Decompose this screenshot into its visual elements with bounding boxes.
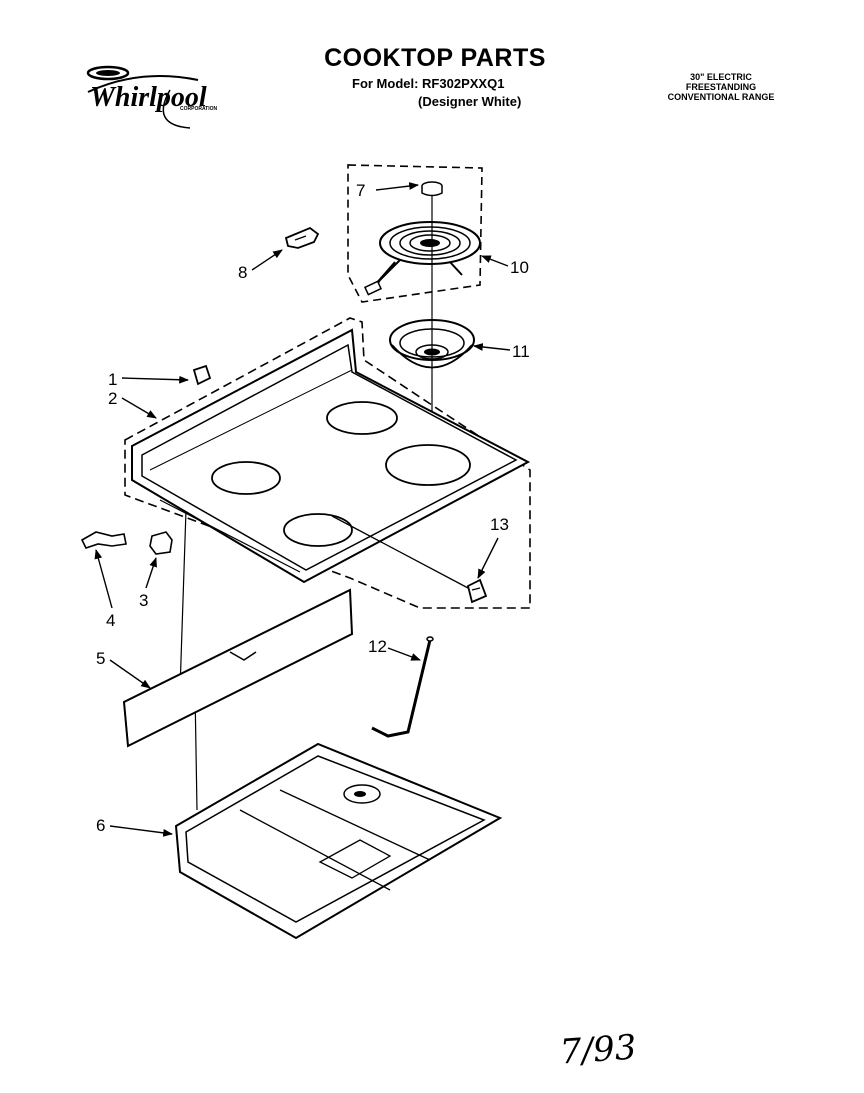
part-5-rail: [122, 588, 354, 748]
page-title: COOKTOP PARTS: [324, 44, 546, 72]
part-2-cooktop: [131, 328, 531, 584]
whirlpool-logo: Whirlpool CORPORATION: [86, 65, 218, 129]
part-3-clip: [149, 531, 173, 555]
part-10-surface-element: [363, 221, 481, 296]
callout-5: 5: [96, 649, 105, 668]
brand-name: Whirlpool: [90, 82, 207, 113]
callout-3: 3: [139, 591, 148, 610]
range-spec: 30" ELECTRIC FREESTANDING CONVENTIONAL R…: [640, 72, 802, 102]
spec-line-2: FREESTANDING: [685, 82, 757, 92]
callout-13: 13: [490, 515, 509, 534]
leader-arrows: [94, 182, 511, 837]
part-8-clip: [284, 226, 320, 249]
finish-label: (Designer White): [418, 94, 522, 109]
handwritten-date: 7/93: [558, 1027, 638, 1073]
element-group-box: [347, 164, 483, 303]
spec-line-3: CONVENTIONAL RANGE: [667, 92, 775, 102]
callout-8: 8: [238, 263, 247, 282]
callout-10: 10: [510, 258, 529, 277]
part-13-bracket: [466, 578, 488, 604]
callout-11: 11: [512, 342, 530, 361]
model-number: For Model: RF302PXXQ1: [352, 76, 505, 91]
cooktop-group-box: [124, 317, 531, 609]
part-1-clip: [192, 364, 212, 386]
part-6-pan: [174, 742, 503, 940]
brand-subtitle: CORPORATION: [180, 106, 218, 112]
callout-4: 4: [106, 611, 115, 630]
spec-line-1: 30" ELECTRIC: [690, 72, 752, 82]
part-12-rod: [371, 636, 434, 738]
part-7-cap: [421, 181, 443, 197]
callout-1: 1: [108, 370, 117, 389]
part-4-terminal: [80, 531, 127, 549]
callout-12: 12: [368, 637, 387, 656]
callout-2: 2: [108, 389, 117, 408]
callout-7: 7: [356, 181, 365, 200]
callout-6: 6: [96, 816, 105, 835]
